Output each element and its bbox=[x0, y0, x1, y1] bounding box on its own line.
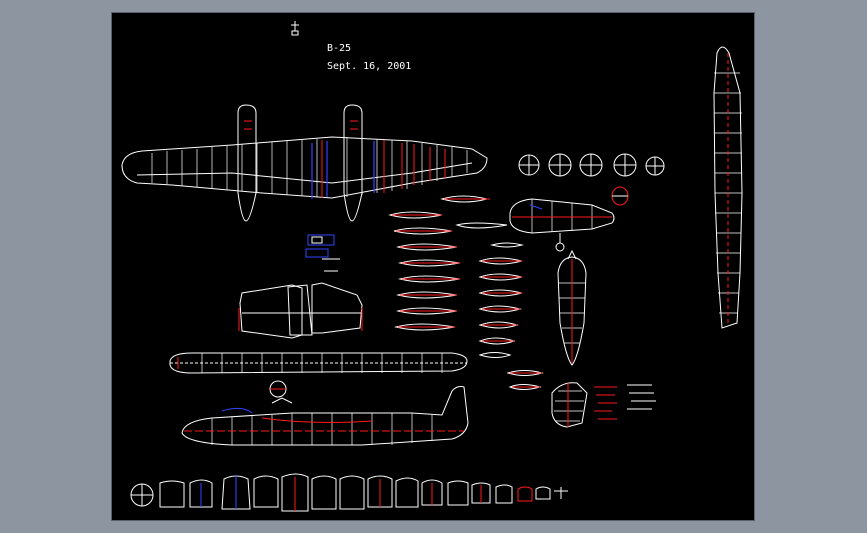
model-title: B-25 bbox=[327, 43, 351, 54]
horizontal-stabilizer bbox=[238, 282, 363, 339]
fuselage-side-upper bbox=[169, 352, 468, 374]
wing-ribs-column-left bbox=[388, 211, 461, 331]
drawing-date: Sept. 16, 2001 bbox=[327, 61, 411, 72]
wing-plan-view bbox=[121, 104, 488, 222]
fuselage-sections-top bbox=[518, 153, 665, 206]
small-parts-cluster bbox=[305, 234, 340, 272]
drawing-viewport[interactable]: B-25 Sept. 16, 2001 bbox=[111, 12, 755, 521]
ucs-icon bbox=[291, 21, 299, 36]
fuselage-top-strip bbox=[713, 46, 743, 329]
nacelle-side-view bbox=[557, 249, 587, 366]
stringer-parts bbox=[594, 384, 656, 420]
wing-ribs-column-right bbox=[440, 195, 544, 390]
bulkhead-row bbox=[130, 473, 568, 512]
fuselage-side-lower bbox=[181, 380, 469, 446]
tail-section-part bbox=[551, 382, 588, 428]
cad-drawing: B-25 Sept. 16, 2001 bbox=[121, 21, 743, 512]
nose-section bbox=[509, 198, 615, 252]
